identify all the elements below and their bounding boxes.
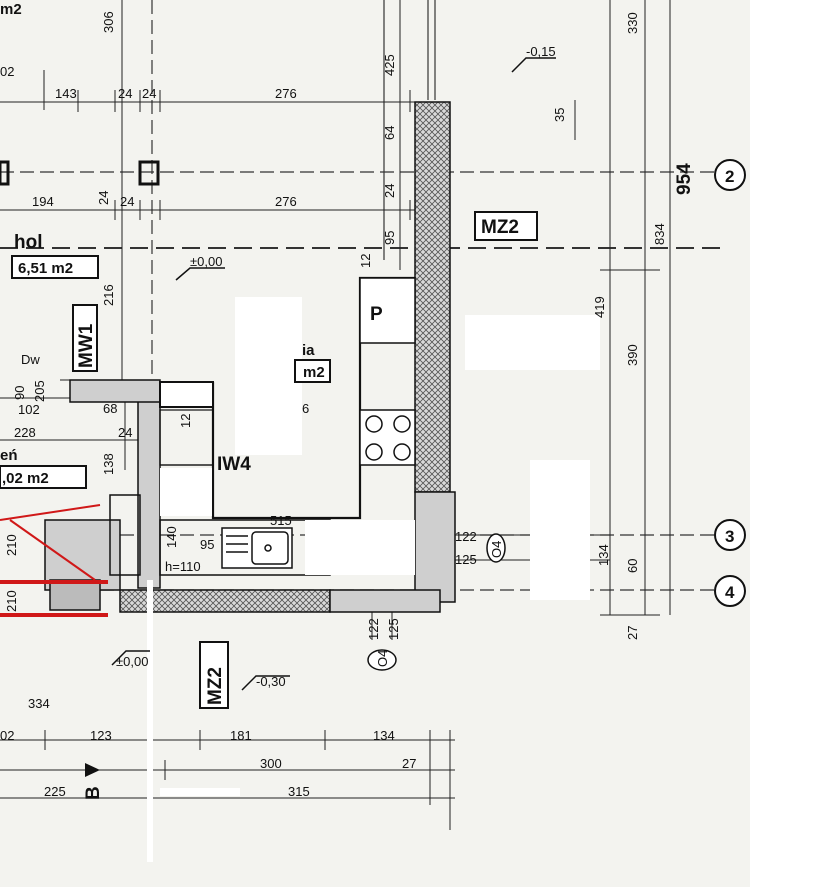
wall-mz2-right: MZ2 [481,217,519,238]
walls [0,101,456,613]
dim-276b: 276 [275,194,297,209]
dim-02a: 02 [0,64,14,79]
dim-102: 102 [18,402,40,417]
dim-95: 95 [200,537,214,552]
dim-24f: 24 [118,425,132,440]
redaction-patches [147,297,600,862]
dim-134v: 134 [596,544,611,566]
room-top-area: m2 [0,1,22,18]
dim-194: 194 [32,194,54,209]
wall-iw4: IW4 [217,454,251,475]
window-o4-bottom-right: 125 [386,618,401,640]
door-dw: Dw [21,352,40,367]
dim-330: 330 [625,12,640,34]
dim-315: 315 [288,784,310,799]
room-left-name: eń [0,447,18,464]
dim-954: 954 [674,163,695,195]
dim-24e: 24 [382,184,397,198]
dim-390: 390 [625,344,640,366]
dim-276a: 276 [275,86,297,101]
dim-216: 216 [101,284,116,306]
dim-306: 306 [101,11,116,33]
kitchen-outline [159,276,416,576]
wall-mw1: MW1 [76,323,97,368]
cooker-hob [365,415,411,461]
dim-181: 181 [230,728,252,743]
window-o4-bottom-left: 122 [366,618,381,640]
window-o4-right-top: 122 [455,529,477,544]
room-kitchen-name: ia [302,342,315,359]
dim-134h: 134 [373,728,395,743]
fridge-label: P [370,304,383,325]
level-top-right: -0,15 [526,44,556,59]
room-hall-area: 6,51 m2 [18,260,73,277]
level-bottom-right: -0,30 [256,674,286,689]
installation-lines [0,504,108,617]
dim-425: 425 [382,54,397,76]
dim-834: 834 [652,223,667,245]
window-o4-right-bottom: 125 [455,552,477,567]
dim-60: 60 [625,559,640,573]
dim-228: 228 [14,425,36,440]
window-markers [367,533,506,671]
dim-143: 143 [55,86,77,101]
dim-123: 123 [90,728,112,743]
dim-515: 515 [270,513,292,528]
dim-419: 419 [592,296,607,318]
axis-markers [714,159,746,607]
dim-12: 12 [178,414,193,428]
plan-text: hol 6,51 m2 ia m2 eń ,02 m2 m2 MZ2 MZ2 M… [0,1,735,800]
axis-2-label: 2 [725,167,734,186]
dim-205: 205 [32,380,47,402]
level-bottom: ±0,00 [116,654,148,669]
dim-24d: 24 [120,194,134,209]
dim-24b: 24 [142,86,156,101]
dim-h110: h=110 [165,559,201,574]
dim-6: 6 [302,401,309,416]
dim-225: 225 [44,784,66,799]
axis-3-label: 3 [725,527,734,546]
window-o4-right: O4 [489,541,504,558]
level-hall: ±0,00 [190,254,222,269]
window-o4-bottom: O4 [375,650,390,667]
dim-27v: 27 [625,626,640,640]
axis-4-label: 4 [725,583,735,602]
dim-24c: 24 [96,191,111,205]
dim-27h: 27 [402,756,416,771]
section-b-label: B [83,786,104,800]
dim-210b: 210 [4,590,19,612]
wall-mz2-bottom: MZ2 [205,667,226,705]
dim-90: 90 [12,386,27,400]
dim-24a: 24 [118,86,132,101]
room-kitchen-area: m2 [303,364,325,381]
sink [226,531,289,565]
room-left-area: ,02 m2 [2,470,49,487]
dim-210a: 210 [4,534,19,556]
dim-300: 300 [260,756,282,771]
dim-138: 138 [101,453,116,475]
dim-68: 68 [103,401,117,416]
section-b-arrow [85,763,100,777]
room-hall-name: hol [14,232,43,253]
dim-64: 64 [382,126,397,140]
dim-12v: 12 [358,254,373,268]
dimension-lines [0,0,671,830]
dim-02b: 02 [0,728,14,743]
dim-334: 334 [28,696,50,711]
dim-140: 140 [164,526,179,548]
level-markers [111,57,556,691]
label-frames [0,211,538,709]
dim-95v: 95 [382,231,397,245]
dim-35: 35 [552,108,567,122]
